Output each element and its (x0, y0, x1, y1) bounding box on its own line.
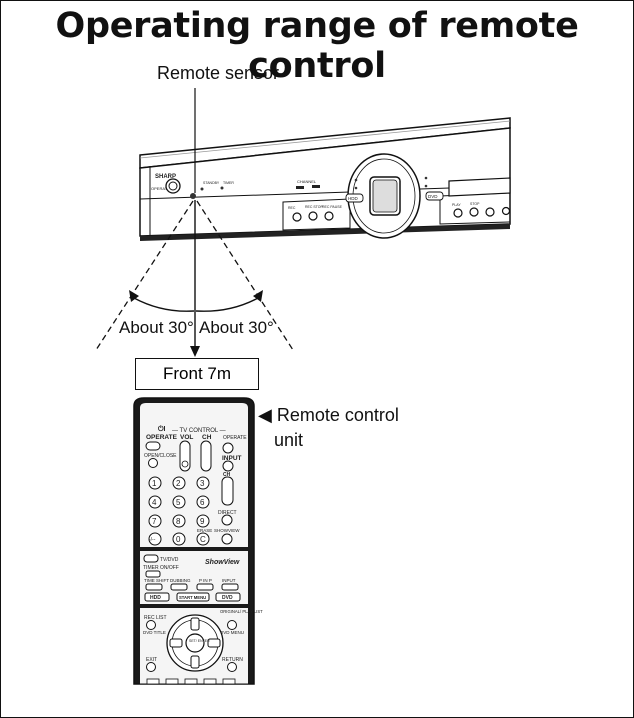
remote-control-unit-label: ◀ Remote control unit (258, 403, 458, 453)
recorder-hdd-label: HDD (348, 196, 358, 201)
recorder-play-label: PLAY (452, 203, 461, 207)
recorder-dvd-label: DVD (428, 194, 438, 199)
remote-rec-list-label: REC LIST (144, 615, 167, 621)
pointer-triangle-icon: ◀ (258, 405, 272, 425)
digit-key: 2 (176, 479, 181, 488)
recorder-standby-label: STANDBY (203, 181, 220, 185)
remote-operate-label: OPERATE (146, 434, 178, 441)
remote-power-button (145, 441, 161, 451)
remote-time-shift-label: TIME SHIFT (144, 578, 169, 583)
remote-original-play-list-label: ORIGINAL/ PLAY LIST (220, 609, 263, 614)
remote-input2-label: INPUT (222, 578, 236, 583)
digit-key: -/-- (149, 537, 156, 543)
remote-tv-dvd-label: TV/DVD (160, 557, 179, 563)
recorder-timer-label: TIMER (223, 181, 234, 185)
front-range-label: Front 7m (135, 358, 259, 390)
digit-key: 1 (152, 479, 157, 488)
remote-start-menu-button (176, 592, 210, 602)
svg-text:DVD: DVD (222, 595, 233, 601)
remote-input-label: INPUT (222, 455, 242, 462)
remote-ch-rocker (200, 440, 212, 472)
digit-key: 4 (152, 498, 157, 507)
svg-text:START MENU: START MENU (179, 595, 206, 600)
remote-ch-label: CH (202, 434, 212, 441)
remote-pinp-label: P IN P (199, 578, 212, 583)
remote-exit-label: EXIT (146, 657, 157, 663)
remote-vol-rocker (179, 440, 191, 472)
recorder-stop-label: STOP (470, 202, 480, 206)
remote-direct-label: DIRECT (218, 510, 237, 516)
remote-dvd-button (215, 592, 241, 602)
digit-key: 7 (152, 517, 157, 526)
recorder-rec-stop-label: REC STOP (305, 205, 323, 209)
remote-input-button (222, 460, 234, 472)
remote-return-label: RETURN (222, 657, 243, 663)
remote-showview-logo: ShowView (205, 559, 240, 566)
digit-key: 0 (176, 535, 181, 544)
remote-open-close-button (148, 458, 158, 468)
remote-open-close-label: OPEN/CLOSE (144, 453, 177, 459)
remote-label-line2: unit (274, 430, 304, 450)
remote-hdd-button (144, 592, 170, 602)
remote-showview-label: SHOWVIEW (214, 528, 240, 533)
recorder-operate-label: OPERATE (151, 186, 170, 191)
digit-key: 9 (200, 517, 205, 526)
right-angle-label: About 30° (199, 318, 274, 337)
digit-key: 5 (176, 498, 181, 507)
left-angle-label: About 30° (119, 318, 194, 337)
remote-set-enter-label: SET/ ENTER (189, 639, 210, 643)
remote-dvd-menu-label: DVD MENU (220, 630, 244, 635)
remote-dvd-title-label: DVD TITLE (143, 630, 166, 635)
dvd-recorder: SHARP OPERATE STANDBY TIMER CHANNEL REC … (139, 117, 511, 241)
svg-text:HDD: HDD (150, 595, 161, 601)
remote-direct-button (221, 514, 233, 526)
remote-erase-label: ERASE (197, 528, 212, 533)
center-axis-arrowhead (190, 346, 200, 357)
remote-tv-operate-button (222, 442, 234, 454)
remote-dubbing-label: DUBBING (170, 578, 191, 583)
remote-control-unit: — TV CONTROL — OPERATE ⏻I VOL CH OPERATE… (133, 397, 263, 685)
recorder-rec-label: REC (288, 206, 296, 210)
digit-key: 3 (200, 479, 205, 488)
recorder-power-button (165, 178, 181, 194)
remote-label-text: Remote control (276, 405, 399, 425)
digit-key: 6 (200, 498, 205, 507)
remote-number-pad: 1 2 3 4 5 6 7 8 9 -/-- 0 C (148, 476, 210, 546)
digit-key: C (200, 535, 206, 544)
recorder-brand: SHARP (155, 174, 176, 180)
remote-timer-onoff-label: TIMER ON/OFF (143, 565, 179, 571)
remote-showview-button (221, 533, 233, 545)
remote-set-enter-button (185, 633, 205, 653)
left-angle-arc (133, 297, 195, 312)
recorder-channel-label: CHANNEL (297, 179, 317, 184)
remote-tv-dvd-button (143, 554, 159, 563)
remote-vol-label: VOL (180, 434, 193, 441)
digit-key: 8 (176, 517, 181, 526)
page-title: Operating range of remote control (55, 6, 579, 86)
remote-ch-label-2: CH (223, 472, 231, 478)
remote-sensor-window (190, 193, 196, 199)
svg-text:⏻I: ⏻I (158, 425, 166, 433)
remote-tv-control-label: — TV CONTROL — (172, 428, 226, 434)
remote-tv-operate-label: OPERATE (223, 435, 247, 441)
remote-sensor-label: Remote sensor (157, 63, 280, 83)
right-angle-arc (195, 297, 259, 312)
operating-range-lines (95, 88, 294, 357)
remote-ch-rocker-2 (221, 476, 234, 506)
recorder-rec-pause-label: REC PAUSE (322, 205, 343, 209)
remote-label-line1: ◀ Remote control (258, 403, 458, 428)
